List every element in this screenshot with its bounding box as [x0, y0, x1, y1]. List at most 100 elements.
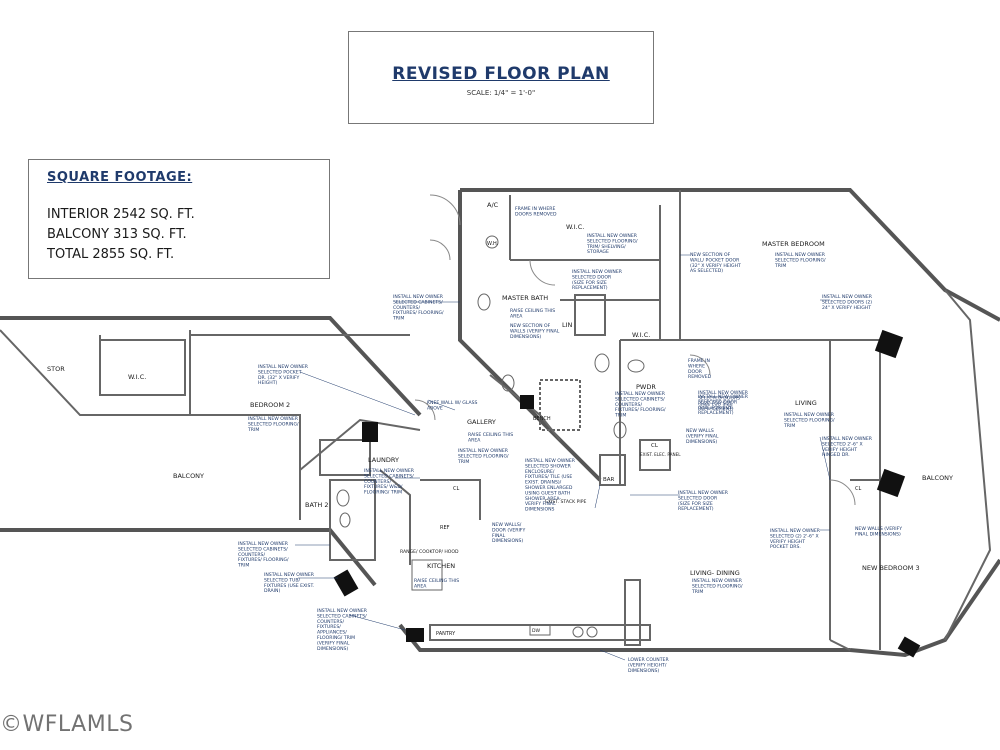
note-line: SELECTED CABINETS/	[238, 546, 288, 552]
note-line: SELECTED CABINETS/	[364, 473, 414, 479]
note-line: LOWER COUNTER	[628, 657, 669, 663]
label-pwdr: PWDR	[636, 383, 656, 391]
note-line: REMOVED	[688, 374, 712, 380]
note-line: (VERIFY HEIGHT/	[628, 662, 667, 668]
note-line: SELECTED SHOWER	[525, 463, 572, 469]
note-line: VERIFY FINAL	[525, 501, 556, 507]
note-line: INSTALL NEW OWNER	[258, 364, 309, 370]
outer-walls	[0, 188, 1000, 658]
note-line: FRAME IN WHERE	[515, 206, 555, 212]
fixtures	[336, 235, 645, 638]
note-line: 24" X VERIFY HEIGHT	[822, 305, 871, 311]
note-line: TRIM	[247, 427, 259, 433]
label-balcony-left: BALCONY	[173, 472, 204, 480]
label-cl-left: CL	[453, 486, 459, 492]
label-master-bath: MASTER BATH	[502, 294, 548, 302]
note-line: RAISE CEILING THIS	[510, 308, 555, 314]
label-wh: W.H.	[487, 241, 499, 247]
note-line: SELECTED CABINETS/	[393, 299, 443, 305]
note-line: COUNTERS/	[238, 552, 265, 558]
note-line: (SIZE FOR SIZE	[698, 401, 733, 407]
label-cl-right: CL	[855, 486, 861, 492]
note-line: INSTALL NEW OWNER	[525, 458, 576, 464]
label-ac: A/C	[487, 201, 499, 209]
label-living-dining: LIVING- DINING	[690, 569, 740, 577]
note-line: NEW WALLS	[686, 428, 714, 434]
leader-lines	[295, 254, 831, 661]
note-line: TRIM	[237, 563, 249, 569]
note-line: INSTALL NEW OWNER	[587, 233, 638, 239]
note-line: DRAIN)	[264, 588, 280, 594]
note-line: TRIM	[774, 263, 786, 269]
note-line: INSTALL NEW OWNER	[364, 468, 415, 474]
note-line: SELECTED DOOR	[572, 274, 612, 280]
note-line: INSTALL NEW OWNER	[692, 578, 743, 584]
note-line: (32" X VERIFY HEIGHT	[690, 263, 741, 269]
note-line: INSTALL NEW OWNER	[784, 412, 835, 418]
label-balcony-right: BALCONY	[922, 474, 953, 482]
note-line: EXIST. DRAINS)/	[525, 480, 562, 486]
note-line: USING GUEST BATH	[525, 490, 570, 496]
note-line: (SIZE FOR SIZE	[698, 405, 733, 411]
note-line: FIXTURES/ FLOORING/	[393, 310, 444, 316]
note-line: FIXTURES (USE EXIST.	[264, 583, 314, 589]
note-line: POCKET DRS.	[770, 544, 801, 550]
label-pantry: PANTRY	[436, 631, 456, 637]
left-balcony-line	[0, 329, 301, 520]
label-wic-left: W.I.C.	[128, 373, 146, 381]
left-balcony-bottom	[0, 528, 377, 587]
note-line: SELECTED FLOORING/	[775, 257, 826, 263]
note-line: SELECTED DOOR	[678, 495, 718, 501]
note-line: COUNTERS/	[364, 479, 391, 485]
label-bench: BENCH	[533, 416, 551, 422]
label-gallery: GALLERY	[467, 418, 496, 426]
note-line: APPLIANCES/	[317, 630, 347, 636]
note-line: FIXTURES/ FLOORING/	[615, 407, 666, 413]
note-line: INSTALL NEW OWNER	[317, 608, 368, 614]
note-line: RAISE CEILING THIS	[468, 432, 513, 438]
note-line: SELECTED DOORS (2)	[822, 299, 872, 305]
note-line: INSTALL NEW OWNER	[238, 541, 289, 547]
label-exist-elec-panel: EXIST. ELEC. PANEL	[640, 452, 681, 457]
note-line: FIXTURES/ FLOORING/	[238, 557, 289, 563]
note-line: SHOWER ENLARGED	[525, 485, 573, 491]
lin-closet	[574, 294, 606, 336]
note-n33: LOWER COUNTER(VERIFY HEIGHT/DIMENSIONS)	[628, 657, 669, 674]
note-line: AREA	[414, 583, 427, 589]
note-line: FLOORING/ TRIM	[364, 490, 402, 496]
note-line: DIMENSIONS)	[628, 668, 659, 674]
label-ref: REF	[440, 525, 450, 531]
note-line: FIXTURES/ TILE (USE	[525, 474, 572, 480]
note-line: (VERIFY FINAL	[317, 640, 350, 646]
label-exist-stack-pipe: EXIST. STACK PIPE	[545, 499, 587, 505]
note-line: DIMENSIONS	[525, 507, 555, 513]
note-line: INSTALL NEW OWNER	[248, 416, 299, 422]
note-line: (VERIFY FINAL	[686, 433, 719, 439]
note-line: SELECTED CABINETS/	[317, 613, 367, 619]
ref-wall	[420, 479, 481, 520]
note-line: SELECTED (2) 2'-6" X	[770, 533, 819, 539]
note-line: SELECTED FLOORING/	[692, 583, 743, 589]
bar-box	[599, 454, 626, 486]
label-dw: DW	[532, 628, 541, 634]
note-line: TRIM	[783, 423, 795, 429]
interior-sqft: INTERIOR 2542 SQ. FT.	[47, 207, 195, 222]
label-laundry: LAUNDRY	[368, 456, 399, 464]
note-line: REPLACEMENT)	[698, 406, 734, 412]
label-stor: STOR	[47, 365, 65, 373]
note-line: INSTALL NEW OWNER	[572, 269, 623, 275]
note-line: INSTALL NEW OWNER	[615, 391, 666, 397]
note-line: REPLACEMENT)	[572, 285, 608, 291]
note-line: COUNTERS/	[615, 402, 642, 408]
